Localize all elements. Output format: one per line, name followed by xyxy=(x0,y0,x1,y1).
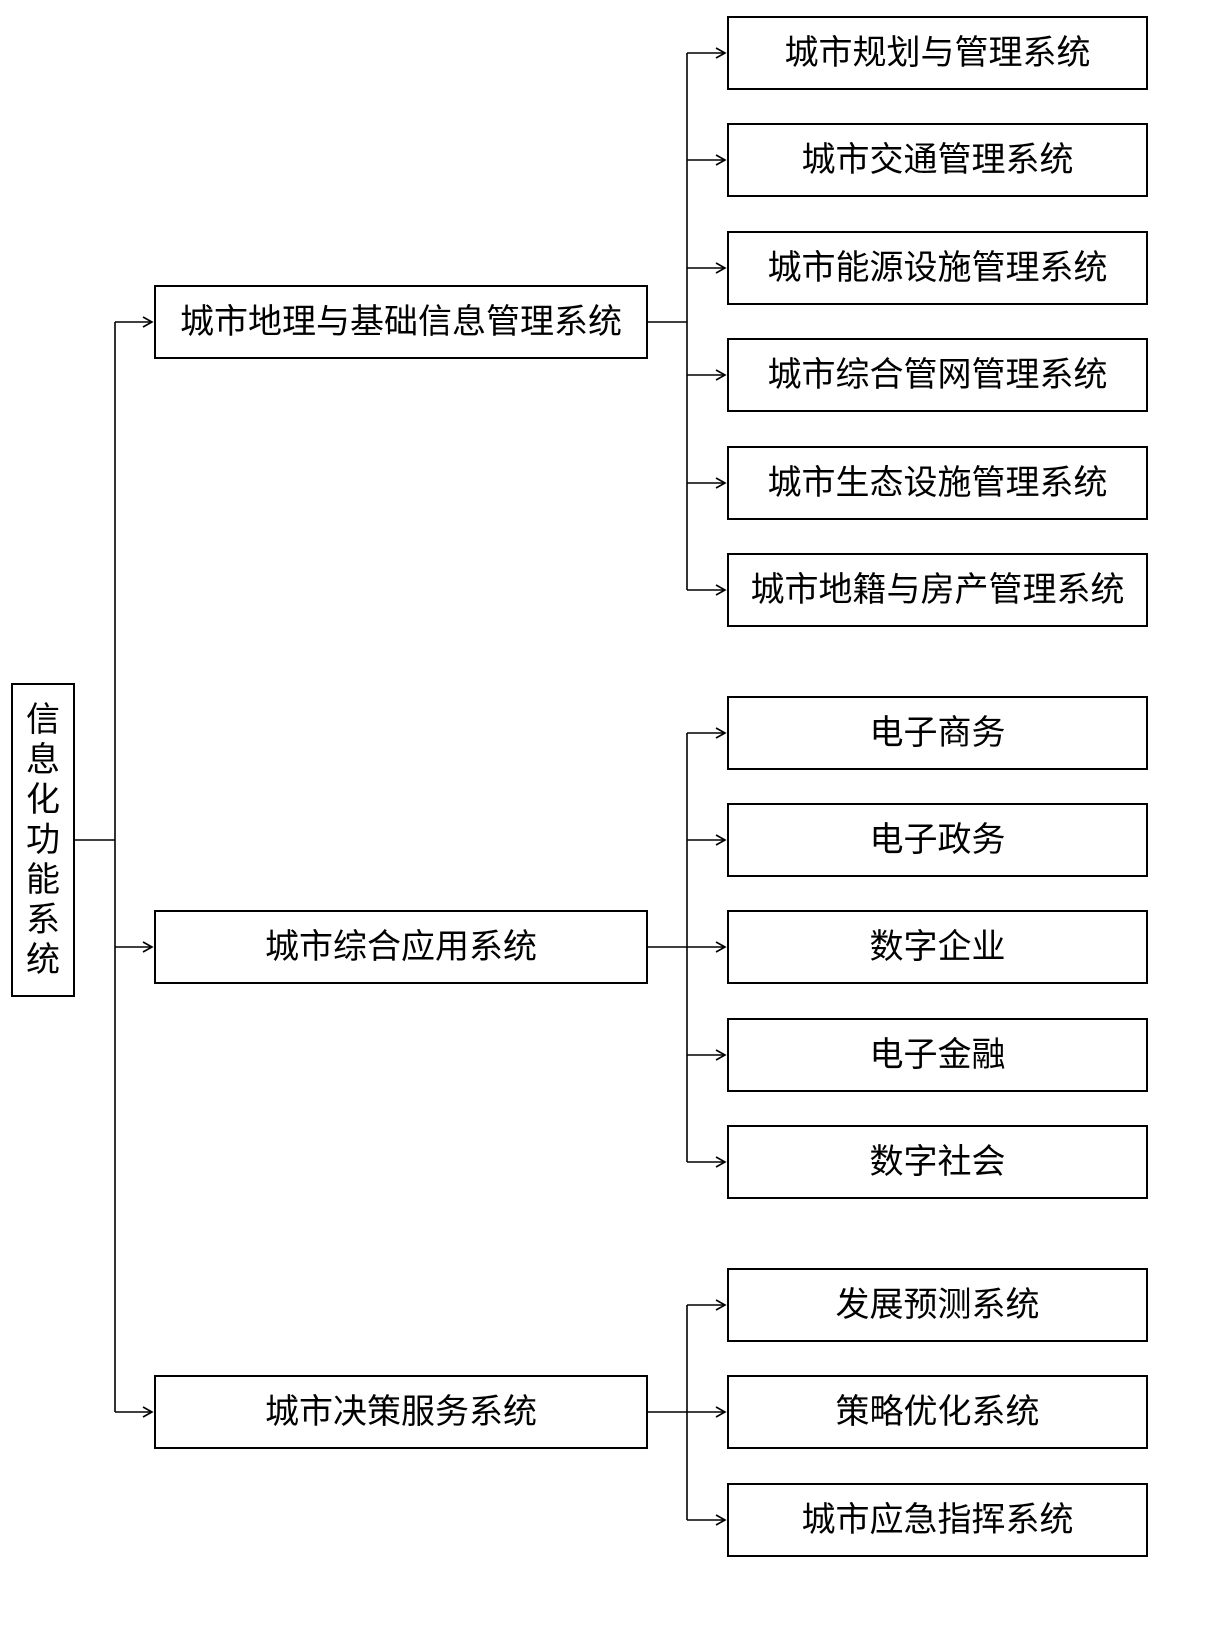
leaf-e-finance: 电子金融 xyxy=(727,1018,1148,1092)
arrow-head xyxy=(715,154,727,166)
root-label-char: 统 xyxy=(26,940,60,981)
leaf-development-forecast-system: 发展预测系统 xyxy=(727,1268,1148,1342)
arrow-head xyxy=(715,941,727,953)
leaf-energy-facility-system: 城市能源设施管理系统 xyxy=(727,231,1148,305)
root-label-char: 信 xyxy=(26,699,60,740)
arrow-head xyxy=(715,477,727,489)
arrow-head xyxy=(715,47,727,59)
root-label-char: 化 xyxy=(26,779,60,820)
leaf-cadastre-housing-system: 城市地籍与房产管理系统 xyxy=(727,553,1148,627)
root-label-char: 系 xyxy=(26,900,60,941)
root-label-char: 能 xyxy=(26,860,60,901)
branch-geo-info-system: 城市地理与基础信息管理系统 xyxy=(154,285,648,359)
arrow-head xyxy=(715,369,727,381)
arrow-head xyxy=(142,316,154,328)
leaf-digital-society: 数字社会 xyxy=(727,1125,1148,1199)
arrow-head xyxy=(715,1049,727,1061)
arrow-head xyxy=(142,941,154,953)
arrow-head xyxy=(142,1406,154,1418)
branch-decision-service-system: 城市决策服务系统 xyxy=(154,1375,648,1449)
branch-integrated-application-system: 城市综合应用系统 xyxy=(154,910,648,984)
leaf-digital-enterprise: 数字企业 xyxy=(727,910,1148,984)
arrow-head xyxy=(715,727,727,739)
root-label-char: 功 xyxy=(26,819,60,860)
arrow-head xyxy=(715,584,727,596)
leaf-e-government: 电子政务 xyxy=(727,803,1148,877)
leaf-emergency-command-system: 城市应急指挥系统 xyxy=(727,1483,1148,1557)
arrow-head xyxy=(715,1514,727,1526)
arrow-head xyxy=(715,1406,727,1418)
leaf-urban-planning-system: 城市规划与管理系统 xyxy=(727,16,1148,90)
arrow-head xyxy=(715,262,727,274)
leaf-e-commerce: 电子商务 xyxy=(727,696,1148,770)
root-label-char: 息 xyxy=(26,739,60,780)
arrow-head xyxy=(715,834,727,846)
arrow-head xyxy=(715,1156,727,1168)
leaf-strategy-optimization-system: 策略优化系统 xyxy=(727,1375,1148,1449)
leaf-pipeline-network-system: 城市综合管网管理系统 xyxy=(727,338,1148,412)
arrow-head xyxy=(715,1299,727,1311)
root-node: 信息化功能系统 xyxy=(11,683,75,997)
leaf-urban-traffic-system: 城市交通管理系统 xyxy=(727,123,1148,197)
leaf-ecological-facility-system: 城市生态设施管理系统 xyxy=(727,446,1148,520)
